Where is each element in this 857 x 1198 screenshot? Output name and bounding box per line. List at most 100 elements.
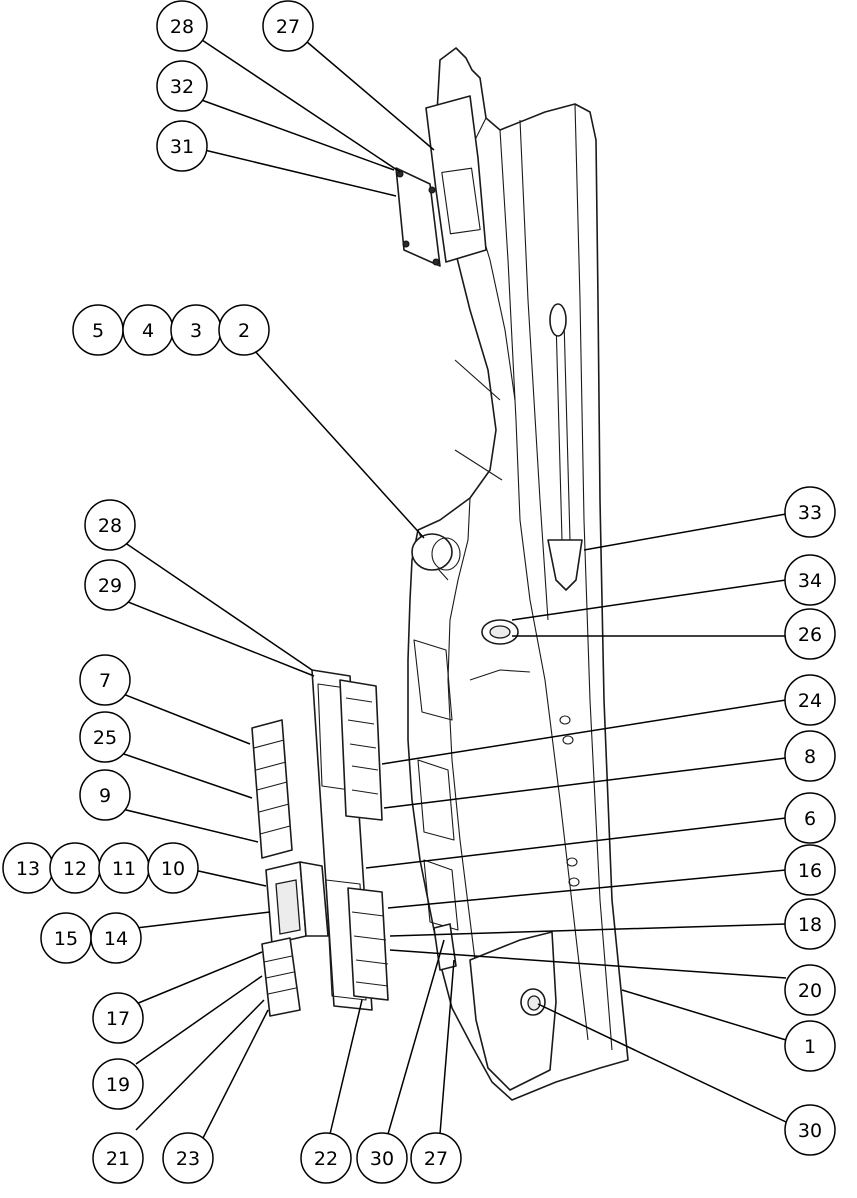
upper-switch-block: [339, 679, 383, 821]
callout-number: 31: [170, 136, 194, 158]
callout-circle: [92, 1132, 144, 1184]
callout-25: 25: [79, 711, 131, 763]
callout-circle: [79, 654, 131, 706]
callout-circle: [79, 769, 131, 821]
lower-switch-block: [347, 887, 389, 1001]
callout-number: 16: [798, 860, 822, 882]
callout-circle: [84, 559, 136, 611]
callout-7: 7: [79, 654, 131, 706]
callout-28: 28: [84, 499, 136, 551]
callout-number: 21: [106, 1148, 130, 1170]
callout-20: 20: [784, 964, 836, 1016]
callout-30: 30: [356, 1132, 408, 1184]
switch-caps-upper: [251, 719, 293, 859]
callout-number: 27: [424, 1148, 448, 1170]
switch-caps-lower: [261, 937, 301, 1017]
callout-number: 11: [112, 858, 136, 880]
callout-number: 2: [238, 320, 250, 342]
callout-6: 6: [784, 792, 836, 844]
callout-circle: [784, 730, 836, 782]
callout-circle: [92, 992, 144, 1044]
callout-number: 30: [798, 1120, 822, 1142]
callout-number: 27: [276, 16, 300, 38]
callout-17: 17: [92, 992, 144, 1044]
callout-number: 12: [63, 858, 87, 880]
callout-23: 23: [162, 1132, 214, 1184]
callout-8: 8: [784, 730, 836, 782]
callout-circle: [784, 964, 836, 1016]
callout-3: 3: [170, 304, 222, 356]
callout-number: 7: [99, 670, 111, 692]
callout-13: 13: [2, 842, 54, 894]
callout-number: 26: [798, 624, 822, 646]
callout-27: 27: [410, 1132, 462, 1184]
callout-26: 26: [784, 608, 836, 660]
callout-4: 4: [122, 304, 174, 356]
callout-number: 1: [804, 1036, 816, 1058]
callout-14: 14: [90, 912, 142, 964]
callout-31: 31: [156, 120, 208, 172]
center-switch: [265, 861, 329, 945]
callout-circle: [784, 898, 836, 950]
callout-number: 9: [99, 785, 111, 807]
callout-circle: [784, 554, 836, 606]
round-switch: [481, 619, 519, 645]
knob: [411, 533, 461, 571]
callout-number: 3: [190, 320, 202, 342]
callout-29: 29: [84, 559, 136, 611]
callout-28: 28: [156, 0, 208, 52]
callout-1: 1: [784, 1020, 836, 1072]
callout-circle: [262, 0, 314, 52]
callout-number: 29: [98, 575, 122, 597]
callout-number: 15: [54, 928, 78, 950]
callout-number: 23: [176, 1148, 200, 1170]
callout-number: 13: [16, 858, 40, 880]
callout-circle: [92, 1058, 144, 1110]
callout-number: 34: [798, 570, 822, 592]
callout-12: 12: [49, 842, 101, 894]
callout-32: 32: [156, 60, 208, 112]
callout-15: 15: [40, 912, 92, 964]
callout-circle: [784, 792, 836, 844]
callout-circle: [84, 499, 136, 551]
pillar-trim-panel: [407, 47, 629, 1101]
callout-circle: [218, 304, 270, 356]
leader-lines: [117, 35, 787, 1145]
callout-number: 24: [798, 690, 822, 712]
callout-33: 33: [784, 486, 836, 538]
callout-30: 30: [784, 1104, 836, 1156]
callout-34: 34: [784, 554, 836, 606]
callout-18: 18: [784, 898, 836, 950]
callout-number: 28: [170, 16, 194, 38]
callout-circle: [156, 0, 208, 52]
callout-5: 5: [72, 304, 124, 356]
callout-number: 32: [170, 76, 194, 98]
callout-number: 14: [104, 928, 128, 950]
callout-circle: [156, 60, 208, 112]
callout-number: 8: [804, 746, 816, 768]
callout-number: 22: [314, 1148, 338, 1170]
callout-number: 33: [798, 502, 822, 524]
callout-number: 6: [804, 808, 816, 830]
callout-number: 19: [106, 1074, 130, 1096]
callout-circle: [300, 1132, 352, 1184]
callout-circle: [90, 912, 142, 964]
callout-number: 4: [142, 320, 154, 342]
callout-number: 28: [98, 515, 122, 537]
callout-circle: [147, 842, 199, 894]
callout-circle: [162, 1132, 214, 1184]
callout-circle: [156, 120, 208, 172]
callout-24: 24: [784, 674, 836, 726]
callout-number: 25: [93, 727, 117, 749]
cover-plate: [395, 167, 441, 267]
callout-19: 19: [92, 1058, 144, 1110]
callout-10: 10: [147, 842, 199, 894]
callout-21: 21: [92, 1132, 144, 1184]
callout-number: 20: [798, 980, 822, 1002]
callout-circle: [356, 1132, 408, 1184]
callout-22: 22: [300, 1132, 352, 1184]
callout-number: 5: [92, 320, 104, 342]
callout-number: 10: [161, 858, 185, 880]
callout-16: 16: [784, 844, 836, 896]
callout-circle: [410, 1132, 462, 1184]
